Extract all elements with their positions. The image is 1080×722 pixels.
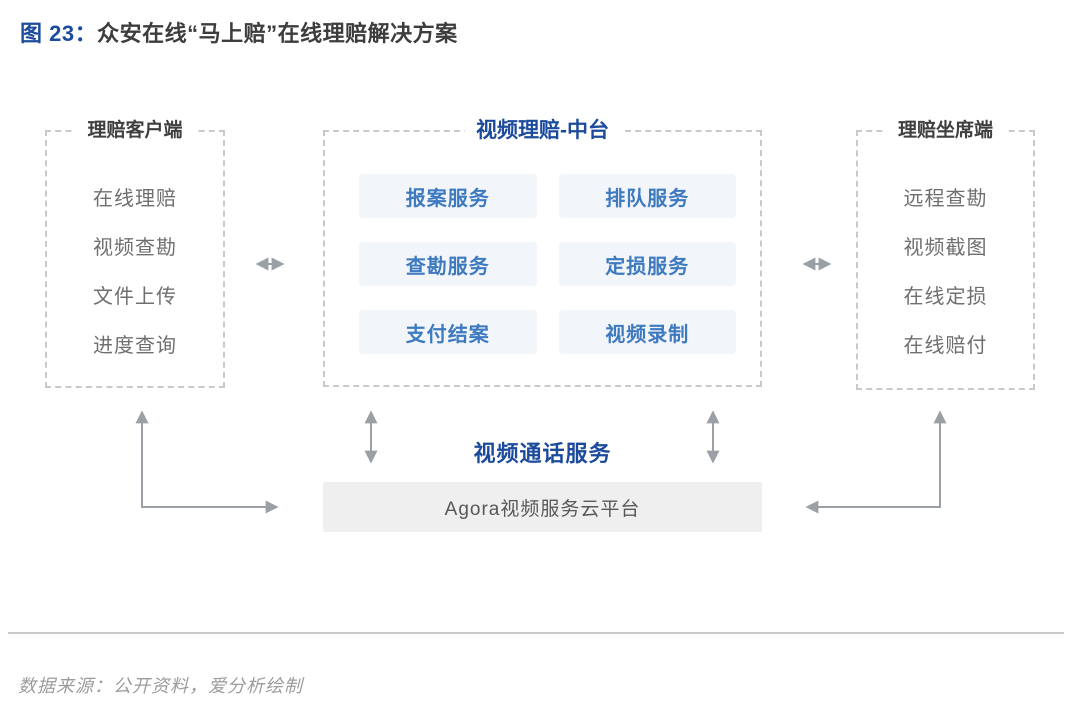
agent-item: 在线赔付 xyxy=(903,335,988,357)
elbow-arrow-agent-agora xyxy=(805,410,947,514)
video-call-service-label: 视频通话服务 xyxy=(473,441,612,466)
agent-item: 远程查勘 xyxy=(903,188,988,210)
elbow-arrow-client-agora xyxy=(135,410,279,514)
client-item: 文件上传 xyxy=(93,286,177,308)
footer-divider xyxy=(8,632,1064,634)
figure-title-text: 众安在线“马上赔”在线理赔解决方案 xyxy=(97,21,458,46)
service-node: 报案服务 xyxy=(359,174,537,218)
client-item: 视频查勘 xyxy=(93,237,177,259)
service-node: 视频录制 xyxy=(558,310,736,354)
panel-claim-agent: 理赔坐席端 远程查勘 视频截图 在线定损 在线赔付 xyxy=(856,118,1035,390)
client-item: 进度查询 xyxy=(93,335,177,357)
agent-item: 在线定损 xyxy=(903,286,988,308)
panel-claim-client-title: 理赔客户端 xyxy=(75,118,195,144)
panel-video-claim-platform: 视频理赔-中台 报案服务 排队服务 查勘服务 定损服务 支付结案 视频录制 xyxy=(323,118,762,387)
claim-client-items: 在线理赔 视频查勘 文件上传 进度查询 xyxy=(47,172,223,368)
panel-claim-agent-title: 理赔坐席端 xyxy=(885,118,1006,144)
service-node: 定损服务 xyxy=(558,242,736,286)
figure-title: 图 23：众安在线“马上赔”在线理赔解决方案 xyxy=(20,16,458,48)
source-note: 数据来源：公开资料，爱分析绘制 xyxy=(18,676,303,696)
claim-agent-items: 远程查勘 视频截图 在线定损 在线赔付 xyxy=(858,172,1033,368)
agora-platform-bar: Agora视频服务云平台 xyxy=(323,482,762,532)
panel-video-claim-platform-title: 视频理赔-中台 xyxy=(464,118,621,144)
service-node: 排队服务 xyxy=(558,174,736,218)
client-item: 在线理赔 xyxy=(93,188,177,210)
panel-claim-client: 理赔客户端 在线理赔 视频查勘 文件上传 进度查询 xyxy=(45,118,225,388)
agent-item: 视频截图 xyxy=(903,237,988,259)
figure-number-label: 图 23： xyxy=(20,21,98,46)
service-node: 查勘服务 xyxy=(359,242,537,286)
service-node: 支付结案 xyxy=(359,310,537,354)
service-grid: 报案服务 排队服务 查勘服务 定损服务 支付结案 视频录制 xyxy=(359,174,736,354)
